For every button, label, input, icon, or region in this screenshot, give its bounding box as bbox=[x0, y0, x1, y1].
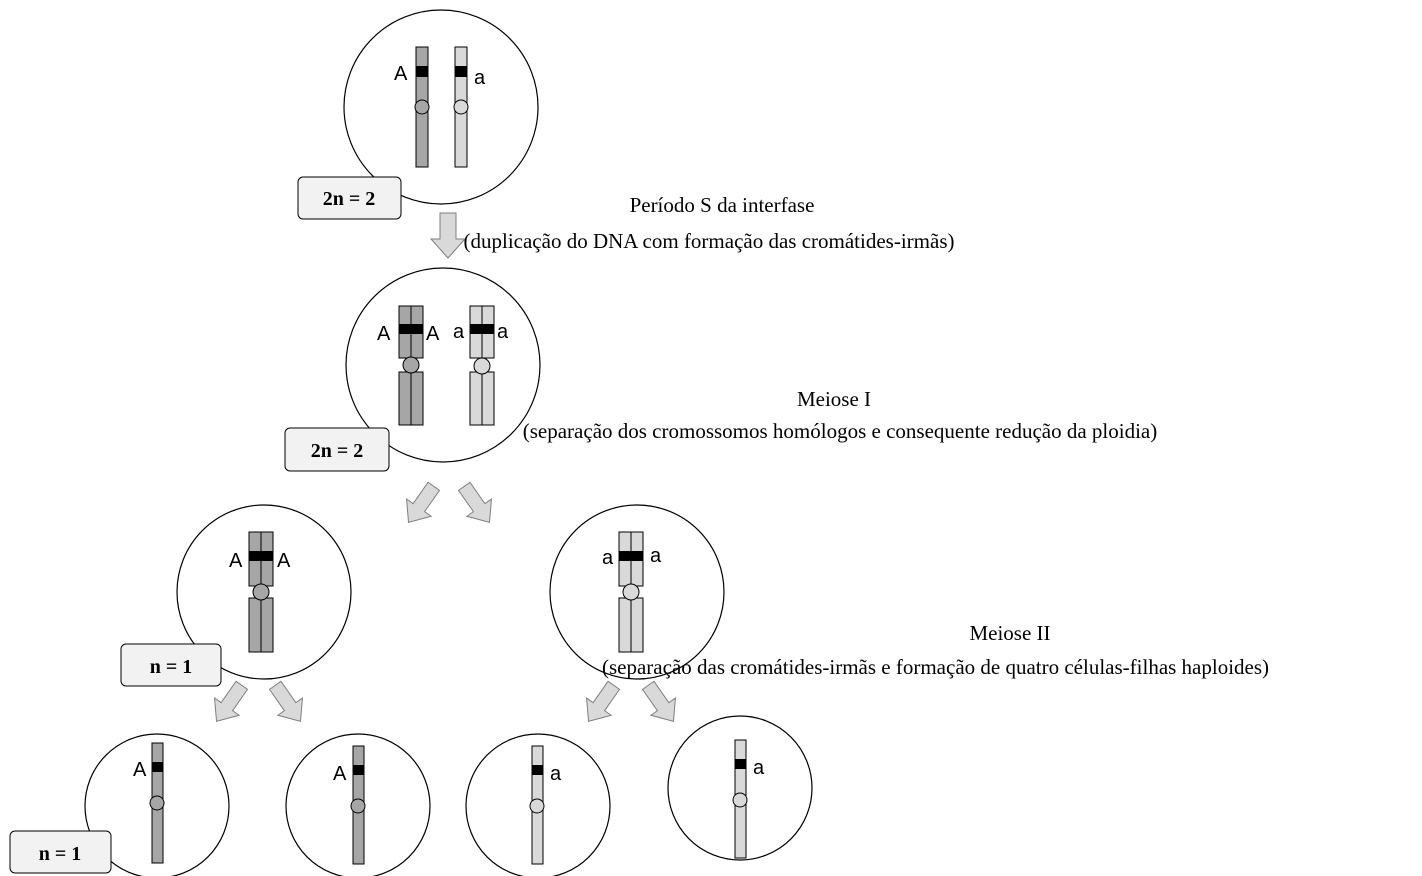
s-phase-description: (duplicação do DNA com formação das crom… bbox=[464, 229, 955, 253]
ploidy-box-final: n = 1 bbox=[9, 830, 112, 874]
ploidy-box-meiosis1: n = 1 bbox=[120, 643, 222, 687]
duplicated-chromosome-a bbox=[469, 305, 495, 426]
allele-label-A: A bbox=[394, 63, 408, 85]
chromatid-lower bbox=[481, 371, 495, 426]
ploidy-box bbox=[284, 427, 390, 472]
centromere bbox=[402, 356, 420, 374]
duplicated-cell: A A a a bbox=[345, 267, 541, 463]
centromere bbox=[252, 583, 270, 601]
allele-label-A: A bbox=[277, 550, 291, 572]
meiosis1-cell-left: A A bbox=[176, 504, 352, 680]
ploidy-label: n = 1 bbox=[39, 843, 82, 865]
allele-band bbox=[353, 765, 364, 775]
meiosis1-description: (separação dos cromossomos homólogos e c… bbox=[523, 419, 1157, 443]
ploidy-box-duplicated: 2n = 2 bbox=[284, 427, 390, 472]
chromatid-lower bbox=[469, 371, 483, 426]
ploidy-box bbox=[9, 830, 112, 874]
chromatid-lower bbox=[248, 597, 262, 653]
meiosis1-cell-right: a a bbox=[549, 504, 725, 680]
arrow-meiosis2-4 bbox=[641, 680, 677, 723]
daughter-cell-3: a bbox=[465, 733, 611, 876]
parent-chromosome-A bbox=[414, 46, 430, 168]
s-phase-title: Período S da interfase bbox=[630, 193, 815, 217]
arrow-meiosis2-2 bbox=[268, 680, 304, 723]
allele-label-a: a bbox=[650, 545, 662, 567]
chromatid-lower bbox=[398, 371, 412, 426]
allele-label-a: a bbox=[602, 547, 614, 569]
arrow-down-s-phase bbox=[429, 212, 467, 259]
daughter-cell-2: A bbox=[285, 733, 431, 876]
meiosis2-title: Meiose II bbox=[969, 621, 1050, 645]
arrow-down-right-meiosis1 bbox=[457, 481, 493, 524]
chromatid-lower bbox=[630, 597, 644, 653]
ploidy-box bbox=[120, 643, 222, 687]
allele-label-a: a bbox=[497, 321, 509, 343]
arrow-meiosis2-1 bbox=[213, 680, 249, 723]
allele-label-a: a bbox=[474, 67, 486, 89]
allele-label-A: A bbox=[133, 759, 147, 781]
chromatid-lower bbox=[260, 597, 274, 653]
allele-label-A: A bbox=[377, 323, 391, 345]
allele-label-A: A bbox=[229, 550, 243, 572]
meiosis1-title: Meiose I bbox=[797, 387, 871, 411]
parent-chromosome-a bbox=[453, 46, 469, 168]
allele-label-A: A bbox=[426, 323, 440, 345]
duplicated-chromosome-A bbox=[398, 305, 424, 426]
allele-band bbox=[455, 66, 467, 77]
arrow-down-left-meiosis1 bbox=[405, 481, 441, 524]
centromere bbox=[149, 795, 165, 811]
allele-band bbox=[152, 762, 163, 772]
centromere bbox=[414, 99, 430, 115]
allele-band bbox=[249, 551, 273, 561]
allele-band bbox=[470, 324, 494, 334]
ploidy-box bbox=[297, 176, 402, 220]
parent-cell-membrane bbox=[343, 9, 539, 205]
allele-band bbox=[735, 759, 746, 769]
ploidy-label: 2n = 2 bbox=[311, 440, 364, 462]
centromere bbox=[622, 583, 640, 601]
centromere bbox=[453, 99, 469, 115]
allele-band bbox=[416, 66, 428, 77]
centromere bbox=[473, 357, 491, 375]
parent-cell: A a bbox=[343, 9, 539, 205]
allele-band bbox=[399, 324, 423, 334]
allele-label-a: a bbox=[550, 763, 562, 785]
daughter-cell-4: a bbox=[667, 715, 813, 861]
chromatid-lower bbox=[410, 371, 424, 426]
centromere bbox=[732, 792, 748, 808]
allele-band bbox=[619, 551, 643, 561]
allele-label-a: a bbox=[753, 757, 765, 779]
meiosis2-description: (separação das cromátides-irmãs e formaç… bbox=[602, 655, 1269, 679]
allele-band bbox=[532, 765, 543, 775]
daughter-cell-1: A bbox=[84, 733, 230, 876]
centromere bbox=[529, 798, 545, 814]
arrow-meiosis2-3 bbox=[585, 680, 621, 723]
centromere bbox=[350, 798, 366, 814]
chromatid-lower bbox=[618, 597, 632, 653]
allele-label-A: A bbox=[333, 763, 347, 785]
ploidy-box-parent: 2n = 2 bbox=[297, 176, 402, 220]
ploidy-label: 2n = 2 bbox=[323, 188, 376, 210]
allele-label-a: a bbox=[453, 321, 465, 343]
ploidy-label: n = 1 bbox=[150, 656, 193, 678]
